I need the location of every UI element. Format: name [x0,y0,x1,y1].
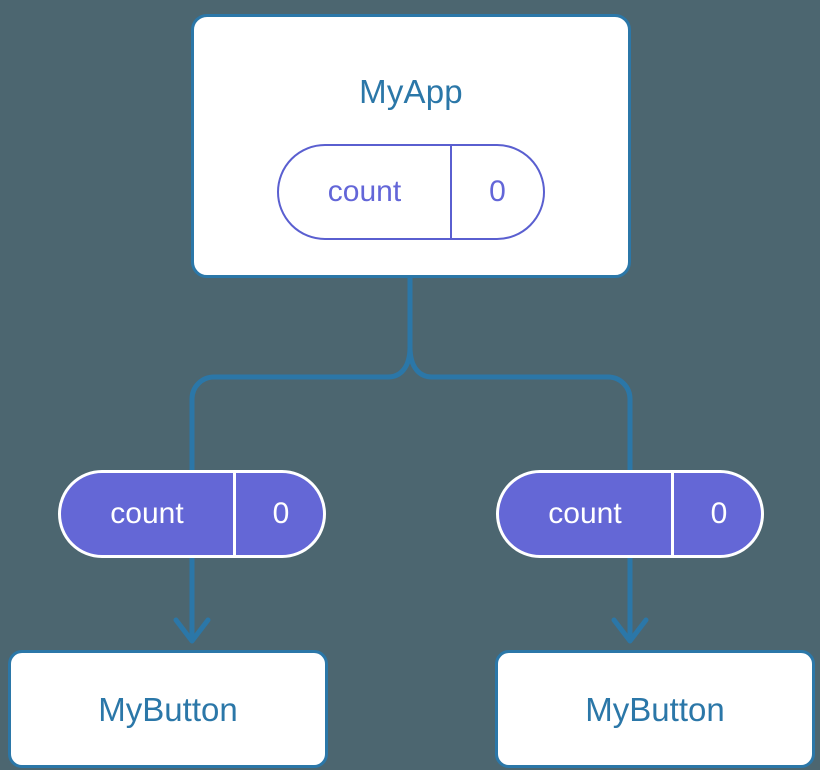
state-pill-right-key: count [548,497,622,530]
state-pill-root[interactable]: count 0 [277,144,545,240]
component-title-mybutton-right: MyButton [585,690,725,728]
state-pill-root-value: 0 [450,146,543,238]
component-title-mybutton-left: MyButton [98,690,238,728]
component-card-mybutton-left[interactable]: MyButton [8,650,328,768]
connector-fork-left [189,346,413,470]
state-pill-right[interactable]: count 0 [496,470,764,558]
state-pill-left[interactable]: count 0 [58,470,326,558]
connector-fork-right [407,346,633,470]
component-title-myapp: MyApp [359,73,463,110]
component-card-myapp[interactable]: MyApp count 0 [191,14,631,278]
state-pill-right-value: 0 [671,473,761,555]
arrow-head-left-icon [173,617,211,644]
state-pill-left-key: count [110,497,184,530]
state-pill-root-key: count [327,175,402,208]
arrow-head-right-icon [611,617,649,644]
component-card-mybutton-right[interactable]: MyButton [495,650,815,768]
state-pill-left-value: 0 [233,473,323,555]
